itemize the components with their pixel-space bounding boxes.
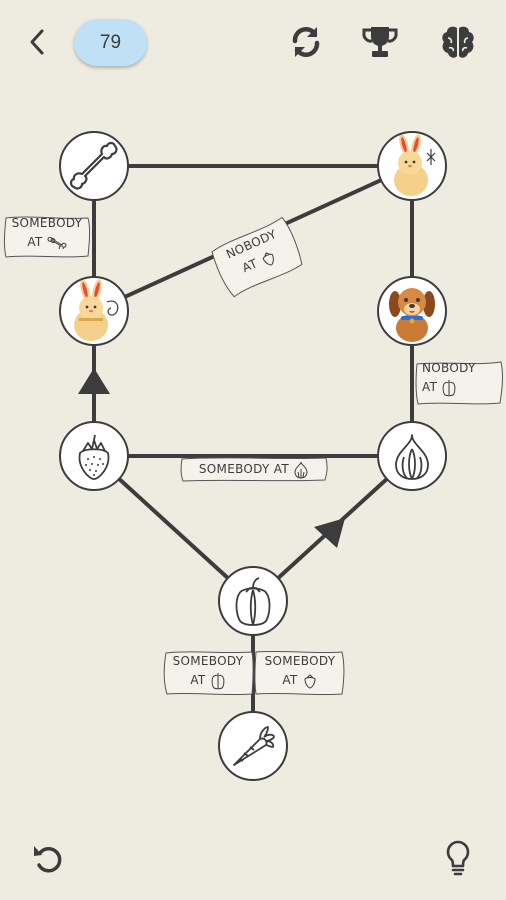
pepper-icon: [235, 577, 271, 626]
brain-icon: [442, 26, 474, 58]
brain-button[interactable]: [436, 20, 480, 64]
node-garlic[interactable]: [377, 421, 447, 491]
clue-nobody-at-strawberry: NOBODY AT: [203, 210, 310, 303]
node-strawberry[interactable]: [59, 421, 129, 491]
lightbulb-icon: [446, 840, 470, 876]
pepper-icon: [442, 379, 456, 396]
clue-somebody-at-bone: SOMEBODY AT: [2, 214, 92, 260]
dog-character: [389, 288, 435, 342]
direction-arrow-up: [78, 368, 110, 394]
chevron-left-icon: [30, 29, 44, 55]
bone-icon: [47, 236, 67, 249]
clue-nobody-at-pepper: NOBODY AT: [414, 359, 504, 407]
refresh-icon: [292, 27, 320, 57]
garlic-icon: [294, 461, 308, 479]
level-number: 79: [99, 31, 122, 53]
hint-button[interactable]: [436, 836, 480, 880]
undo-button[interactable]: [26, 836, 70, 880]
strawberry-icon: [304, 673, 316, 689]
bone-icon: [69, 141, 118, 190]
back-button[interactable]: [16, 20, 60, 64]
clue-somebody-at-garlic: SOMEBODY AT: [179, 455, 329, 483]
node-rabbit-top[interactable]: [377, 131, 447, 201]
node-rabbit-left[interactable]: [59, 276, 129, 346]
strawberry-icon: [262, 251, 274, 266]
achievements-button[interactable]: [358, 20, 402, 64]
node-bone[interactable]: [59, 131, 129, 201]
rabbit-character: [74, 279, 119, 341]
pepper-icon: [211, 672, 225, 689]
clue-somebody-at-pepper: SOMEBODY AT: [162, 649, 254, 697]
restart-button[interactable]: [284, 20, 328, 64]
clue-somebody-at-strawberry: SOMEBODY AT: [254, 649, 346, 697]
carrot-icon: [233, 726, 275, 766]
node-pepper[interactable]: [218, 566, 288, 636]
direction-arrow-diagonal: [314, 518, 345, 548]
level-badge: 79: [74, 19, 147, 66]
undo-icon: [34, 846, 62, 873]
garlic-icon: [395, 434, 429, 480]
node-dog[interactable]: [377, 276, 447, 346]
node-carrot[interactable]: [218, 711, 288, 781]
strawberry-icon: [78, 434, 110, 480]
trophy-icon: [362, 27, 398, 57]
rabbit-character: [394, 134, 436, 196]
